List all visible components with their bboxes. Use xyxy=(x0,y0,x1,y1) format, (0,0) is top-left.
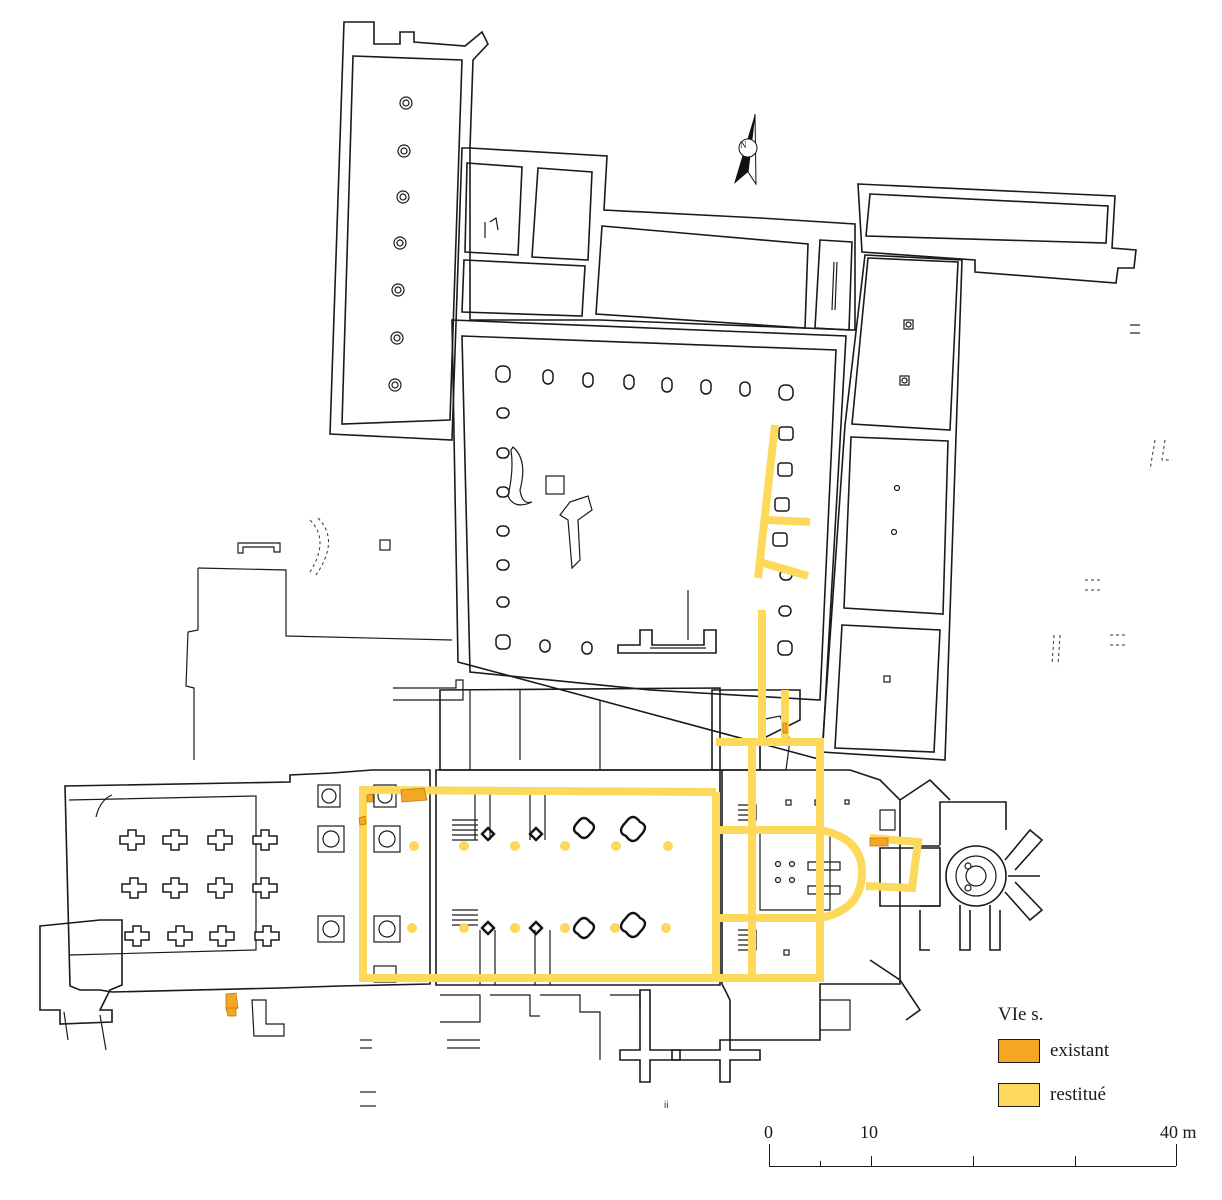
scale-line xyxy=(769,1166,1176,1167)
legend-item-existant: existant xyxy=(998,1038,1109,1064)
scale-tick xyxy=(973,1156,974,1166)
scale-tick xyxy=(871,1156,872,1166)
northwest-hall xyxy=(329,21,489,441)
choir xyxy=(711,689,1044,1041)
restitue-swatch xyxy=(998,1083,1040,1107)
north-label: N xyxy=(740,140,747,150)
scale-tick xyxy=(820,1161,821,1166)
existant-layer xyxy=(225,722,889,1017)
north-arrow-icon xyxy=(734,113,758,186)
cloister-piers xyxy=(495,365,794,656)
legend-label: existant xyxy=(1050,1040,1110,1061)
scale-tick xyxy=(769,1144,770,1166)
scale-label-40: 40 m xyxy=(1160,1122,1197,1142)
nave xyxy=(360,687,761,1107)
restitue-layer xyxy=(359,424,923,982)
legend-title: VIe s. xyxy=(998,1004,1044,1025)
narthex xyxy=(39,769,431,1051)
northeast-range xyxy=(821,183,1137,761)
scale-tick xyxy=(1176,1144,1177,1166)
nave-piers xyxy=(480,815,647,940)
bottom-mark: ii xyxy=(664,1100,668,1111)
hall-columns xyxy=(388,96,413,392)
narthex-piers xyxy=(119,829,280,947)
north-range-rooms xyxy=(461,147,856,331)
scale-tick xyxy=(1075,1156,1076,1166)
cloister xyxy=(451,319,847,762)
scale-label-0: 0 xyxy=(764,1122,773,1142)
existant-swatch xyxy=(998,1039,1040,1063)
north-arrow: N xyxy=(728,113,768,190)
west-area xyxy=(185,517,464,760)
restitue-columns xyxy=(407,841,673,933)
scale-label-10: 10 xyxy=(860,1122,878,1142)
misc-marks: ii xyxy=(664,324,1172,1111)
legend-item-restitue: restitué xyxy=(998,1082,1106,1108)
scale-bar: 0 10 40 m xyxy=(760,1122,1200,1172)
apse-rotunda xyxy=(869,778,1044,1021)
legend-label: restitué xyxy=(1050,1084,1106,1105)
nave-stairs xyxy=(452,819,478,926)
